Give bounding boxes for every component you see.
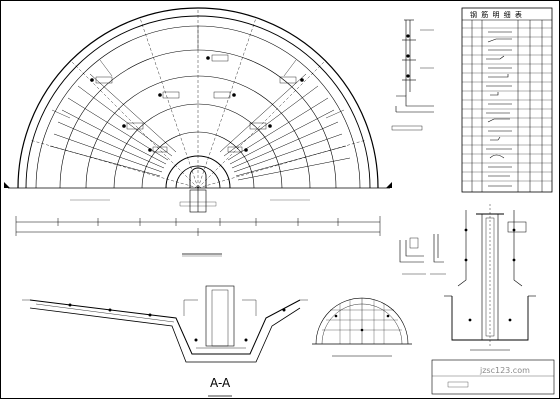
semicircle-detail bbox=[312, 297, 412, 357]
rebar-detail-top bbox=[391, 19, 434, 131]
title-block bbox=[431, 359, 555, 395]
rebar-schedule-table bbox=[461, 7, 553, 193]
section-a-a bbox=[22, 285, 308, 397]
semicircle-plan bbox=[4, 7, 392, 257]
detail-small-2 bbox=[430, 234, 446, 275]
detail-small-1 bbox=[399, 237, 426, 275]
table-title: 钢 筋 明 细 表 bbox=[470, 11, 523, 19]
section-label: A-A bbox=[210, 376, 231, 390]
watermark: jzsc123.com bbox=[480, 366, 530, 375]
central-pipe-section bbox=[444, 204, 536, 351]
